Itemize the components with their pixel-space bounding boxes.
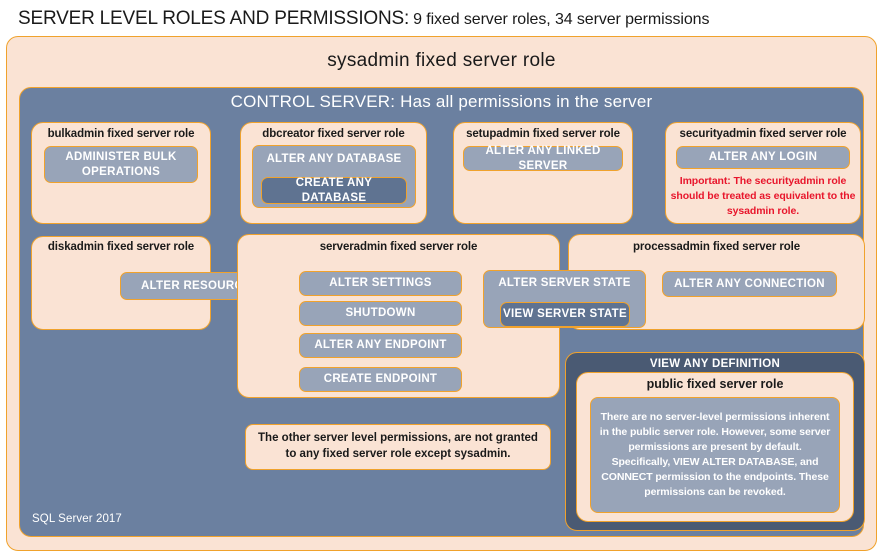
role-title-dbcreator: dbcreator fixed server role xyxy=(262,128,405,140)
permission-view-server-state[interactable]: VIEW SERVER STATE xyxy=(500,302,630,327)
sysadmin-role-title: sysadmin fixed server role xyxy=(327,50,556,71)
footer-version-label: SQL Server 2017 xyxy=(32,513,122,525)
permission-shutdown[interactable]: SHUTDOWN xyxy=(299,301,462,326)
permission-create-endpoint[interactable]: CREATE ENDPOINT xyxy=(299,367,462,392)
control-server-label: CONTROL SERVER: Has all permissions in t… xyxy=(230,92,653,111)
role-title-serveradmin: serveradmin fixed server role xyxy=(319,241,478,253)
other-permissions-note: The other server level permissions, are … xyxy=(245,424,551,470)
permission-alter-any-endpoint[interactable]: ALTER ANY ENDPOINT xyxy=(299,333,462,358)
securityadmin-warning-note: Important: The securityadmin role should… xyxy=(670,175,856,218)
page-title-subtitle: 9 fixed server roles, 34 server permissi… xyxy=(413,11,710,28)
page-title: SERVER LEVEL ROLES AND PERMISSIONS:9 fix… xyxy=(18,8,868,34)
role-title-public: public fixed server role xyxy=(646,377,784,391)
page-title-strong: SERVER LEVEL ROLES AND PERMISSIONS: xyxy=(18,8,410,29)
role-box-securityadmin xyxy=(665,122,861,224)
permission-administer-bulk-operations[interactable]: ADMINISTER BULK OPERATIONS xyxy=(44,146,198,183)
role-title-securityadmin: securityadmin fixed server role xyxy=(679,128,847,140)
public-role-description: There are no server-level permissions in… xyxy=(590,397,840,513)
permission-create-any-database[interactable]: CREATE ANY DATABASE xyxy=(261,177,407,204)
role-box-setupadmin xyxy=(453,122,633,224)
role-title-setupadmin: setupadmin fixed server role xyxy=(466,128,620,140)
permission-alter-settings[interactable]: ALTER SETTINGS xyxy=(299,271,462,296)
permission-alter-any-login[interactable]: ALTER ANY LOGIN xyxy=(676,146,850,169)
role-title-bulkadmin: bulkadmin fixed server role xyxy=(47,128,195,140)
role-title-diskadmin: diskadmin fixed server role xyxy=(47,241,195,253)
role-title-processadmin: processadmin fixed server role xyxy=(632,241,801,253)
permission-alter-any-connection[interactable]: ALTER ANY CONNECTION xyxy=(662,271,837,297)
permission-alter-any-linked-server[interactable]: ALTER ANY LINKED SERVER xyxy=(463,145,623,172)
permission-view-any-definition[interactable]: VIEW ANY DEFINITION xyxy=(649,358,781,370)
